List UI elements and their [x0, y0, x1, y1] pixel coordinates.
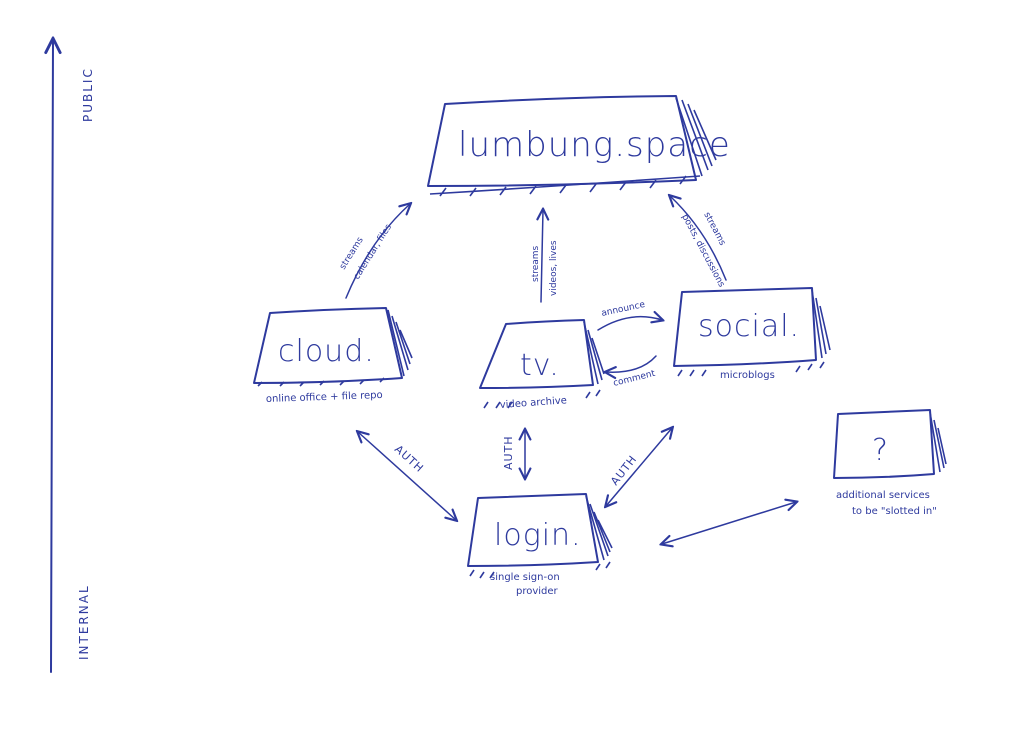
node-caption-login-1: single sign-on	[490, 572, 560, 583]
node-social: social. microblogs	[673, 287, 831, 381]
node-cloud: cloud. online office + file repo	[253, 307, 413, 405]
edge-tv-login-auth: AUTH	[502, 430, 525, 478]
node-lumbung-space: lumbung.space	[427, 95, 731, 197]
node-caption-login-2: provider	[516, 586, 559, 597]
node-caption-cloud: online office + file repo	[266, 390, 383, 405]
shadow-hatch	[257, 309, 413, 387]
node-label-cloud: cloud.	[278, 334, 375, 369]
node-caption-tv: video archive	[499, 395, 567, 411]
edge-login-additional	[662, 502, 796, 544]
node-label-social: social.	[698, 309, 800, 344]
node-caption-social: microblogs	[720, 370, 775, 381]
edge-cloud-to-lumbung: streams calendar, files	[338, 204, 410, 299]
node-label-question: ?	[872, 433, 889, 468]
edge-label-auth-tv: AUTH	[502, 435, 515, 470]
edge-label-tv-streams: streams	[531, 245, 541, 282]
edge-social-to-tv: comment	[606, 355, 657, 389]
node-caption-extra-2: to be "slotted in"	[852, 506, 937, 517]
edge-tv-to-social: announce	[597, 300, 662, 331]
edge-tv-to-lumbung: streams videos, lives	[531, 210, 559, 303]
shadow-hatch	[469, 495, 613, 579]
shadow-hatch	[677, 289, 831, 377]
axis-label-public: PUBLIC	[81, 67, 95, 122]
edge-label-auth-cloud: AUTH	[392, 443, 426, 476]
node-tv: tv. video archive	[479, 319, 605, 411]
edge-label-tv-contents: videos, lives	[549, 240, 559, 296]
edge-social-to-lumbung: streams posts, discussions	[670, 196, 727, 289]
node-additional-services: ? additional services to be "slotted in"	[833, 409, 947, 517]
edge-cloud-login-auth: AUTH	[358, 432, 456, 520]
shadow-hatch	[929, 411, 947, 473]
node-label-login: login.	[494, 518, 582, 553]
axis-label-internal: INTERNAL	[77, 584, 91, 660]
node-caption-extra-1: additional services	[836, 490, 930, 501]
shadow-hatch	[429, 97, 717, 197]
node-label-lumbung-space: lumbung.space	[458, 125, 731, 165]
node-label-tv: tv.	[520, 348, 560, 383]
node-login: login. single sign-on provider	[467, 493, 613, 597]
edge-label-social-streams: streams	[701, 211, 727, 248]
edge-label-auth-social: AUTH	[608, 453, 640, 488]
public-internal-axis: PUBLIC INTERNAL	[51, 40, 95, 673]
edge-label-social-contents: posts, discussions	[679, 213, 726, 290]
edge-social-login-auth: AUTH	[606, 428, 672, 506]
shadow-hatch	[483, 321, 605, 409]
